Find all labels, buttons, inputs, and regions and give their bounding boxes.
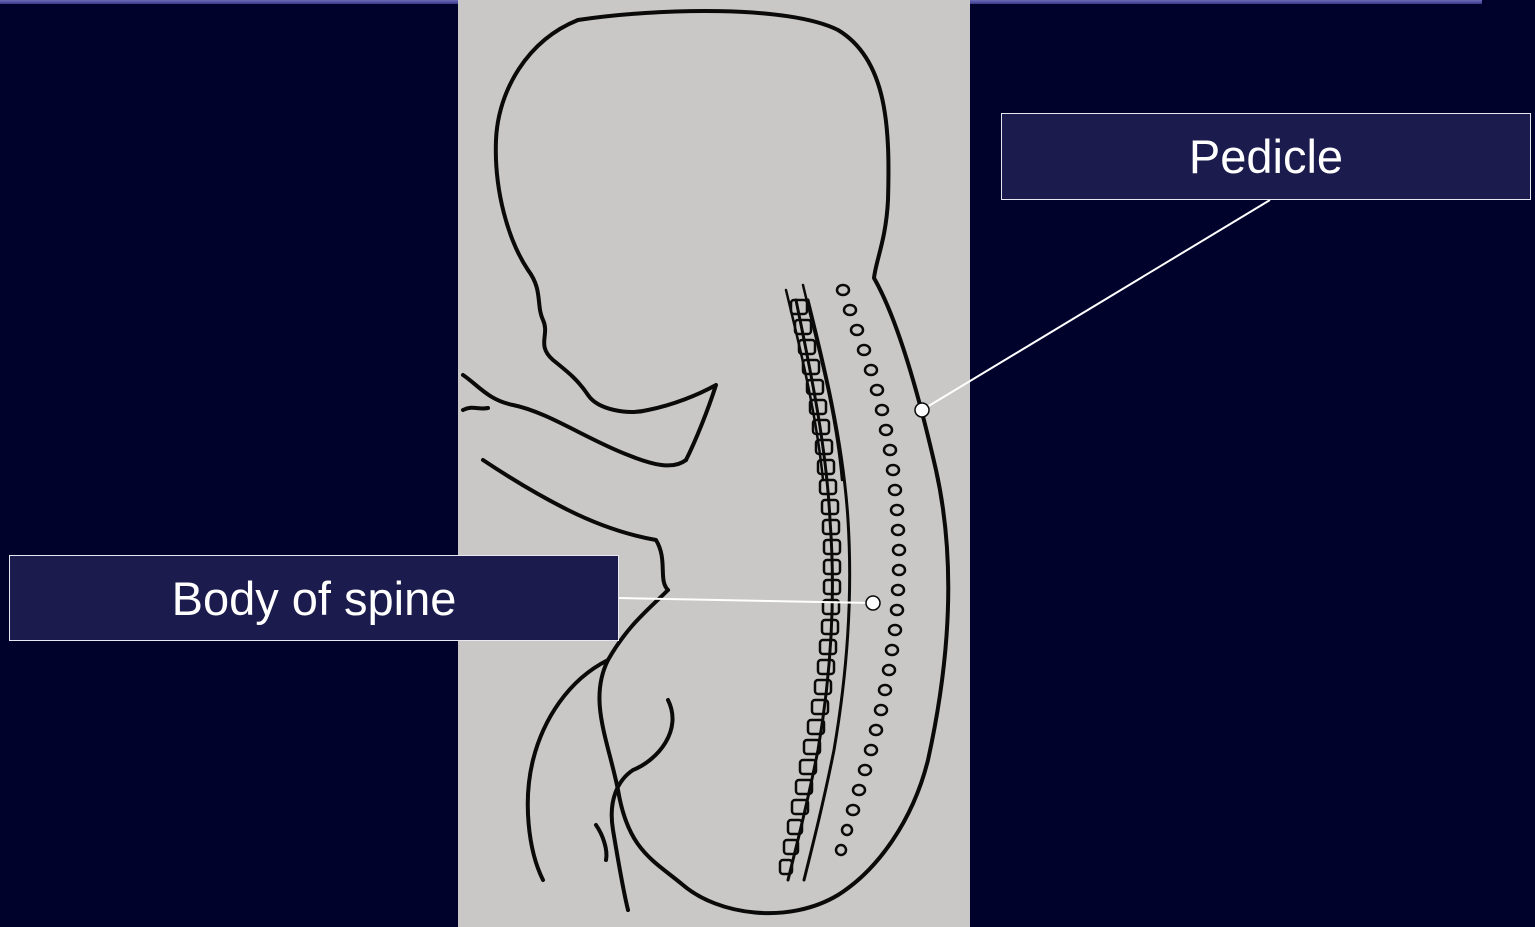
pedicle-label-text: Pedicle — [1189, 129, 1343, 184]
fetus-outline-illustration — [458, 0, 970, 927]
thigh — [528, 660, 608, 880]
pedicle-label: Pedicle — [1001, 113, 1531, 200]
body-of-spine-label-text: Body of spine — [172, 571, 457, 626]
arm — [463, 375, 686, 465]
neck-line-1 — [786, 290, 823, 480]
forearm — [463, 408, 488, 410]
body-outline — [578, 11, 948, 913]
pedicle-leader-line — [922, 200, 1270, 410]
foot — [596, 825, 606, 860]
body-of-spine-label: Body of spine — [9, 555, 619, 641]
face-profile — [496, 20, 716, 460]
fetus-drawing — [458, 0, 970, 927]
pedicles — [836, 285, 905, 855]
